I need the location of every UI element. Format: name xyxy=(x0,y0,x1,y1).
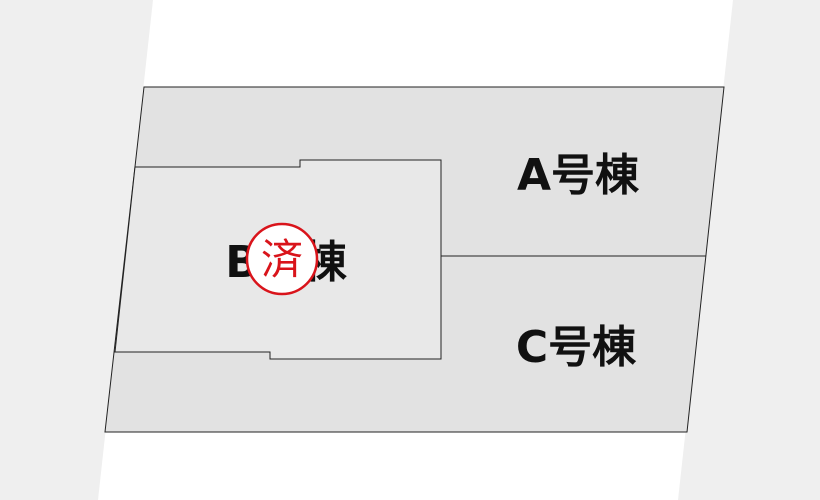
sold-stamp: 済 xyxy=(245,222,319,296)
lot-a-label: A号棟 xyxy=(517,150,640,201)
lot-c-label: C号棟 xyxy=(516,322,637,373)
sold-stamp-text: 済 xyxy=(261,235,303,284)
